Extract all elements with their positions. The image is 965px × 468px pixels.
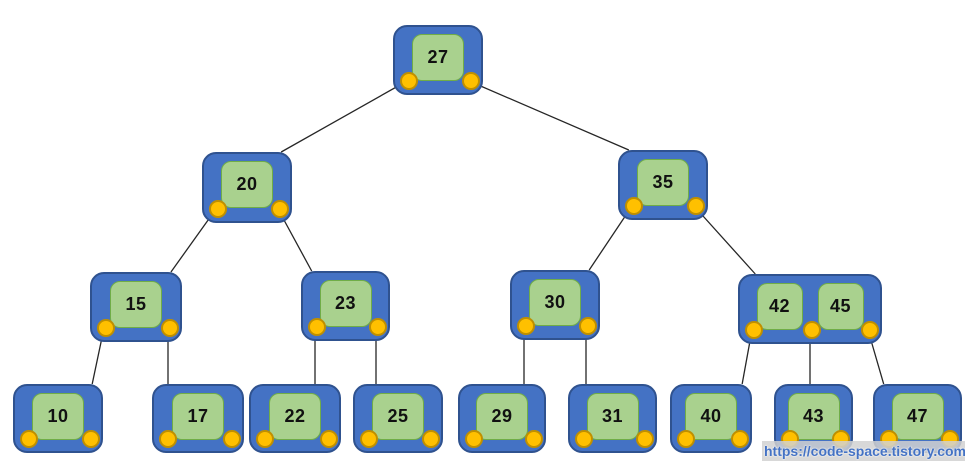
child-pointer-icon bbox=[731, 430, 749, 448]
child-pointer-icon bbox=[97, 319, 115, 337]
key-label: 42 bbox=[768, 296, 791, 316]
key-box: 35 bbox=[637, 159, 689, 206]
key-label: 25 bbox=[387, 406, 409, 426]
edge-line bbox=[693, 205, 756, 275]
key-box: 42 bbox=[756, 283, 803, 330]
child-pointer-icon bbox=[803, 321, 821, 339]
child-pointer-icon bbox=[745, 321, 763, 339]
child-pointer-icon bbox=[400, 72, 418, 90]
btree-node-22: 22 bbox=[249, 384, 341, 453]
child-pointer-icon bbox=[82, 430, 100, 448]
key-label: 10 bbox=[47, 406, 69, 426]
key-label: 17 bbox=[187, 406, 209, 426]
child-pointer-icon bbox=[687, 197, 705, 215]
key-label: 35 bbox=[652, 172, 674, 192]
key-box: 20 bbox=[221, 161, 273, 208]
key-box: 22 bbox=[269, 393, 321, 440]
child-pointer-icon bbox=[369, 318, 387, 336]
child-pointer-icon bbox=[360, 430, 378, 448]
child-pointer-icon bbox=[256, 430, 274, 448]
edge-line bbox=[468, 80, 630, 151]
key-label: 20 bbox=[236, 174, 258, 194]
child-pointer-icon bbox=[677, 430, 695, 448]
btree-node-29: 29 bbox=[458, 384, 546, 453]
btree-node-35: 35 bbox=[618, 150, 708, 220]
key-box: 47 bbox=[891, 393, 944, 440]
key-label: 22 bbox=[284, 406, 306, 426]
edge-line bbox=[280, 80, 408, 153]
key-label: 31 bbox=[601, 406, 624, 426]
child-pointer-icon bbox=[159, 430, 177, 448]
btree-node-30: 30 bbox=[510, 270, 600, 340]
btree-node-23: 23 bbox=[301, 271, 390, 341]
btree-node-31: 31 bbox=[568, 384, 657, 453]
child-pointer-icon bbox=[223, 430, 241, 448]
key-box: 45 bbox=[817, 283, 864, 330]
key-label: 30 bbox=[544, 292, 566, 312]
child-pointer-icon bbox=[422, 430, 440, 448]
key-label: 29 bbox=[491, 406, 513, 426]
key-label: 27 bbox=[427, 47, 449, 67]
key-box: 25 bbox=[372, 393, 424, 440]
child-pointer-icon bbox=[517, 317, 535, 335]
key-label: 43 bbox=[802, 406, 825, 426]
child-pointer-icon bbox=[320, 430, 338, 448]
btree-node-15: 15 bbox=[90, 272, 182, 342]
btree-node-27: 27 bbox=[393, 25, 483, 95]
key-box: 31 bbox=[586, 393, 639, 440]
child-pointer-icon bbox=[271, 200, 289, 218]
btree-node-20: 20 bbox=[202, 152, 292, 223]
key-label: 47 bbox=[906, 406, 929, 426]
btree-node-17: 17 bbox=[152, 384, 244, 453]
child-pointer-icon bbox=[636, 430, 654, 448]
key-box: 10 bbox=[32, 393, 84, 440]
watermark: https://code-space.tistory.com bbox=[762, 441, 965, 461]
key-box: 23 bbox=[319, 280, 372, 327]
child-pointer-icon bbox=[308, 318, 326, 336]
btree-node-25: 25 bbox=[353, 384, 443, 453]
child-pointer-icon bbox=[462, 72, 480, 90]
child-pointer-icon bbox=[465, 430, 483, 448]
key-box: 40 bbox=[685, 393, 737, 440]
child-pointer-icon bbox=[161, 319, 179, 337]
btree-node-40: 40 bbox=[670, 384, 752, 453]
key-box: 15 bbox=[110, 281, 162, 328]
child-pointer-icon bbox=[575, 430, 593, 448]
child-pointer-icon bbox=[20, 430, 38, 448]
key-label: 40 bbox=[700, 406, 722, 426]
key-box: 29 bbox=[476, 393, 528, 440]
key-label: 23 bbox=[334, 293, 357, 313]
child-pointer-icon bbox=[209, 200, 227, 218]
btree-node-42-45: 42 45 bbox=[738, 274, 882, 344]
child-pointer-icon bbox=[861, 321, 879, 339]
key-label: 45 bbox=[829, 296, 852, 316]
child-pointer-icon bbox=[579, 317, 597, 335]
btree-node-10: 10 bbox=[13, 384, 103, 453]
key-box: 30 bbox=[529, 279, 581, 326]
key-box: 17 bbox=[172, 393, 224, 440]
key-label: 15 bbox=[125, 294, 147, 314]
child-pointer-icon bbox=[525, 430, 543, 448]
key-box: 27 bbox=[412, 34, 464, 81]
child-pointer-icon bbox=[625, 197, 643, 215]
